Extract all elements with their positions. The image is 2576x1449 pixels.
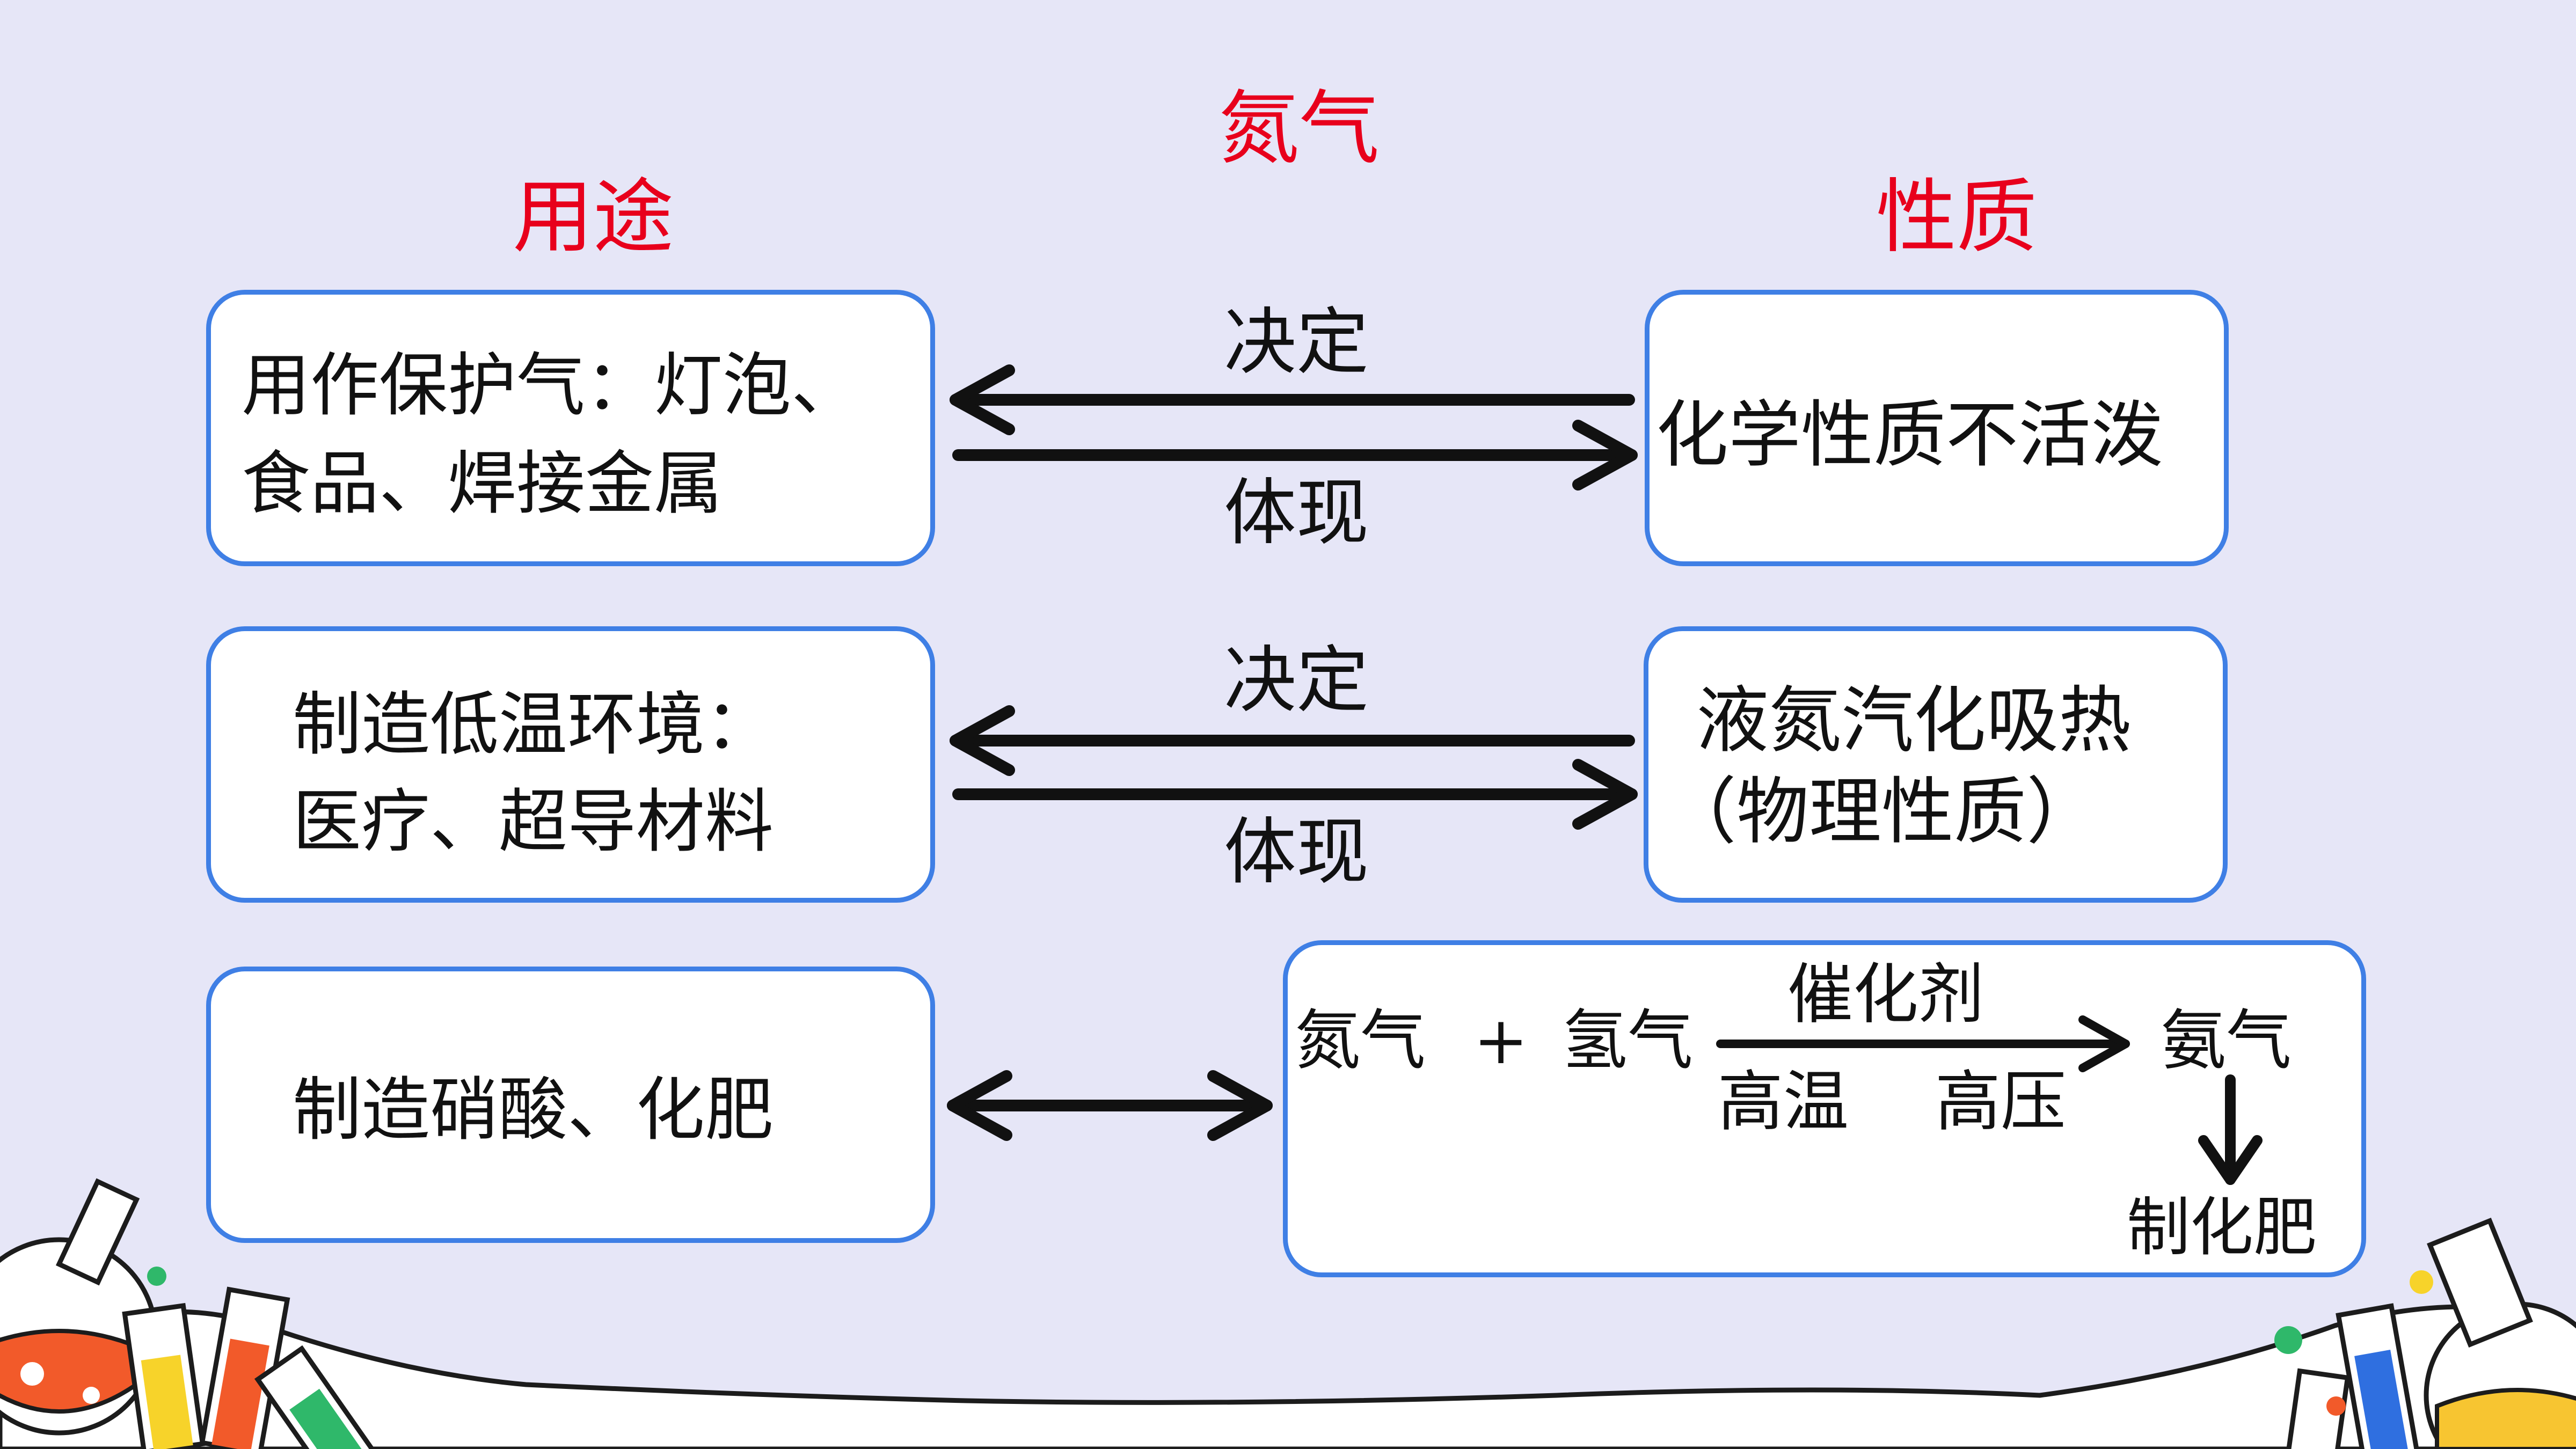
property-box-1 xyxy=(1645,290,2229,566)
arrow-right-embody xyxy=(952,759,1638,830)
property-box-2 xyxy=(1644,626,2228,903)
reaction-arrow xyxy=(1716,1015,2130,1072)
page-title: 氮气 xyxy=(1218,82,1380,175)
property-line: 化学性质不活泼 xyxy=(1656,393,2163,477)
arrow-label-embody: 体现 xyxy=(1224,471,1369,555)
down-arrow xyxy=(2198,1074,2263,1185)
plus-sign: + xyxy=(1473,1002,1529,1079)
arrow-bidirectional xyxy=(947,1070,1273,1141)
header-properties: 性质 xyxy=(1876,171,2038,264)
condition-high-pressure: 高压 xyxy=(1935,1064,2066,1140)
arrow-left-decide xyxy=(950,705,1635,776)
use-box-1 xyxy=(206,290,935,566)
product-ammonia: 氨气 xyxy=(2161,1002,2292,1079)
condition-high-temperature: 高温 xyxy=(1718,1064,1849,1140)
arrow-left-decide xyxy=(950,364,1635,435)
chemistry-flasks-left xyxy=(0,1178,380,1449)
use-line: 制造硝酸、化肥 xyxy=(293,1070,774,1150)
chemistry-flasks-right xyxy=(2274,1217,2576,1449)
arrow-label-embody: 体现 xyxy=(1224,810,1369,894)
downstream-fertilizer: 制化肥 xyxy=(2127,1190,2317,1264)
arrow-label-decide: 决定 xyxy=(1224,300,1369,384)
catalyst-label: 催化剂 xyxy=(1787,956,1984,1033)
use-box-3 xyxy=(206,967,935,1243)
use-line: 用作保护气：灯泡、 xyxy=(242,346,860,426)
use-line: 医疗、超导材料 xyxy=(293,782,774,862)
property-line: （物理性质） xyxy=(1664,770,2099,854)
reactant-nitrogen: 氮气 xyxy=(1295,1002,1426,1079)
use-line: 制造低温环境： xyxy=(293,685,774,765)
reactant-hydrogen: 氢气 xyxy=(1562,1002,1693,1079)
use-line: 食品、焊接金属 xyxy=(242,444,723,524)
reaction-box xyxy=(1283,940,2366,1277)
cloud-border-bottom xyxy=(0,1304,2576,1449)
use-box-2 xyxy=(206,626,935,903)
arrow-right-embody xyxy=(952,420,1638,491)
header-uses: 用途 xyxy=(513,171,674,264)
arrow-label-decide: 决定 xyxy=(1224,638,1369,722)
property-line: 液氮汽化吸热 xyxy=(1696,678,2131,763)
